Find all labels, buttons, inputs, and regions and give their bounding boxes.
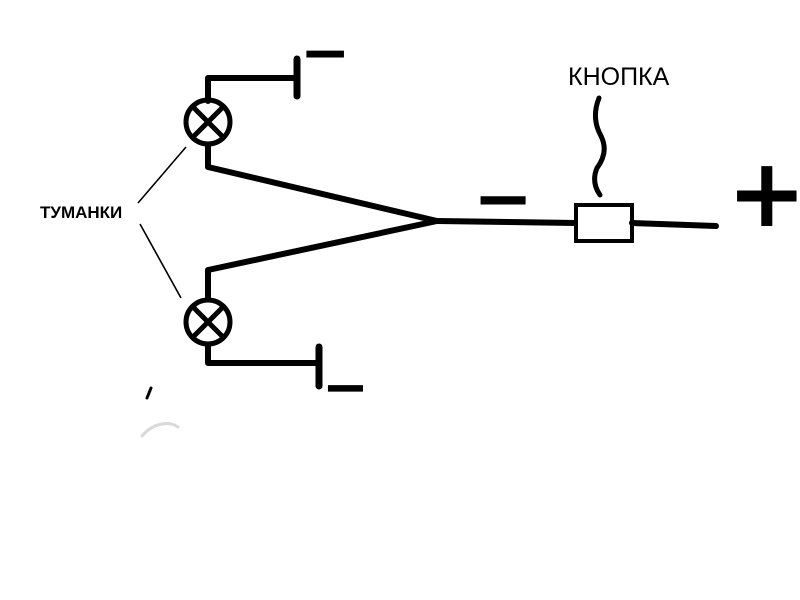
- stray-mark: [145, 386, 153, 400]
- wire-button-to-plus: [629, 220, 719, 229]
- wire-junction-to-button: [434, 218, 579, 226]
- minus-sign-bottom-ground: −: [322, 355, 369, 420]
- pointer-squiggle-button: [592, 95, 607, 198]
- fog-lamp-top-icon: [183, 97, 233, 147]
- faint-smudge: [140, 422, 180, 438]
- fog-lamp-bottom-icon: [183, 297, 233, 347]
- wire-top-lamp-to-ground: [205, 75, 297, 104]
- minus-sign-top-ground: −: [300, 18, 350, 88]
- fog-lights-label: ТУМАНКИ: [40, 203, 122, 222]
- wire-bottom-lamp-feed: [205, 218, 440, 302]
- button-switch-box: [574, 203, 634, 243]
- minus-sign-wire: −: [473, 156, 533, 240]
- pointer-line-top-lamp: [137, 146, 187, 204]
- pointer-line-bottom-lamp: [139, 223, 182, 299]
- button-label: КНОПКА: [568, 63, 670, 91]
- wire-top-lamp-feed: [205, 142, 440, 224]
- wire-bottom-lamp-to-ground: [205, 342, 319, 366]
- plus-sign: +: [727, 139, 800, 249]
